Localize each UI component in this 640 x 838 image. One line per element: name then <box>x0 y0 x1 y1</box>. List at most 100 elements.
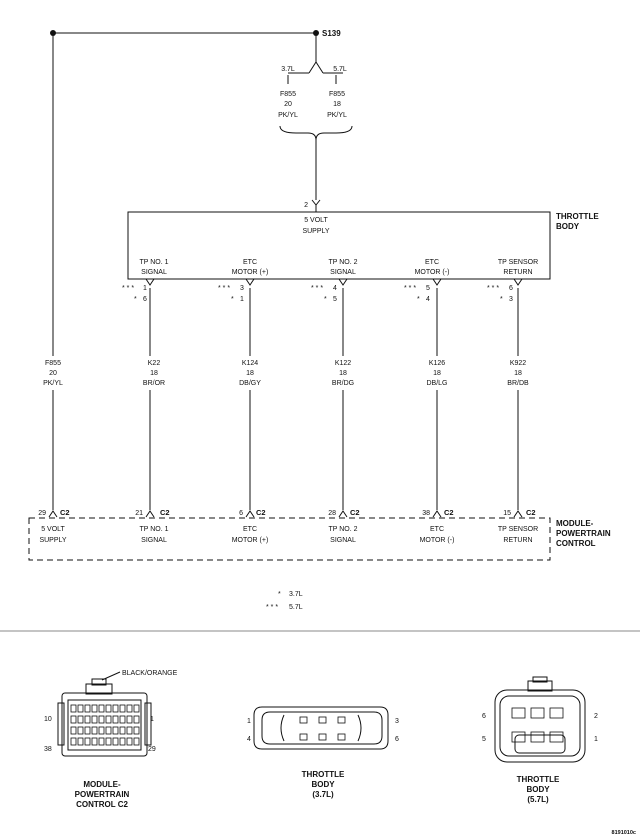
wire3-color: BR/DG <box>332 380 354 387</box>
tb-supply-pin: 2 <box>304 202 308 209</box>
tb-pin3-line2: SIGNAL <box>330 269 356 276</box>
tb-pin4-line2: MOTOR (-) <box>415 269 450 276</box>
pcm-cavity <box>84 726 91 735</box>
tb-pin1-line1: TP NO. 1 <box>139 259 168 266</box>
pcm-cavity <box>84 737 91 746</box>
pcm-cavity <box>133 715 140 724</box>
branch37-engine: 3.7L <box>281 66 295 73</box>
wire4-gauge: 18 <box>433 370 441 377</box>
tb-pin3-37: 5 <box>333 296 337 303</box>
pcm-cavity <box>70 726 77 735</box>
tb57-view-title-1: THROTTLE <box>517 775 560 784</box>
pcm-pin-21: 21 <box>135 510 143 517</box>
pcm-pin1-line2: SUPPLY <box>39 537 66 544</box>
wire4-color: DB/LG <box>426 380 447 387</box>
pin-marker-57-1: * * * <box>122 285 134 292</box>
tb57-connector-view <box>494 676 586 763</box>
pcm-c2-6: C2 <box>526 508 536 517</box>
pcm-cavity <box>119 715 126 724</box>
legend-marker-37: * <box>278 591 281 598</box>
tb57-cavity <box>549 707 564 719</box>
tb-pin4-line1: ETC <box>425 259 439 266</box>
pcm-cavity <box>119 704 126 713</box>
pin-marker-37-4: * <box>417 296 420 303</box>
pcm-cavity <box>133 704 140 713</box>
pcm-pin5-line2: MOTOR (-) <box>420 537 455 544</box>
tb-pin3-line1: TP NO. 2 <box>328 259 357 266</box>
pcm-view-pin-tl: 10 <box>44 716 52 723</box>
tb57-pin-grid <box>511 707 564 743</box>
tb37-cavity <box>299 716 308 724</box>
pcm-cavity <box>70 737 77 746</box>
pcm-pin3-line2: MOTOR (+) <box>232 537 269 544</box>
tb-pin5-line2: RETURN <box>503 269 532 276</box>
left-wire-color: PK/YL <box>43 380 63 387</box>
pcm-cavity <box>105 715 112 724</box>
pcm-cavity <box>112 726 119 735</box>
pcm-name-line1: MODULE- <box>556 519 594 528</box>
pcm-cavity <box>91 715 98 724</box>
splice-dot-left <box>50 30 56 36</box>
tb37-view-pin-bl: 4 <box>247 736 251 743</box>
wire3-circuit: K122 <box>335 360 351 367</box>
tb-pin2-57: 3 <box>240 285 244 292</box>
pcm-cavity <box>112 715 119 724</box>
branch37-color: PK/YL <box>278 112 298 119</box>
pin-marker-37-1: * <box>134 296 137 303</box>
wire5-circuit: K922 <box>510 360 526 367</box>
wire5-color: BR/DB <box>507 380 529 387</box>
pin-marker-57-3: * * * <box>311 285 323 292</box>
pcm-cavity <box>91 737 98 746</box>
pcm-view-title-3: CONTROL C2 <box>76 800 128 809</box>
splice-label: S139 <box>322 29 341 38</box>
pcm-c2-3: C2 <box>256 508 266 517</box>
tb-name-line2: BODY <box>556 222 580 231</box>
tb57-view-pin-br: 1 <box>594 736 598 743</box>
pcm-c2-1: C2 <box>60 508 70 517</box>
wire5-gauge: 18 <box>514 370 522 377</box>
pcm-view-pin-bl: 38 <box>44 746 52 753</box>
tb37-pin-grid <box>299 716 346 741</box>
legend-label-57: 5.7L <box>289 604 303 611</box>
pcm-cavity <box>105 737 112 746</box>
tb-supply-line2: SUPPLY <box>302 228 329 235</box>
pin-marker-37-5: * <box>500 296 503 303</box>
pcm-cavity <box>105 726 112 735</box>
pcm-c2-5: C2 <box>444 508 454 517</box>
pcm-pin4-line1: TP NO. 2 <box>328 526 357 533</box>
tb-pin4-57: 5 <box>426 285 430 292</box>
pcm-pin3-line1: ETC <box>243 526 257 533</box>
pcm-view-title-1: MODULE- <box>83 780 121 789</box>
tb37-cavity <box>318 733 327 741</box>
pcm-cavity <box>77 726 84 735</box>
tb37-view-pin-tr: 3 <box>395 718 399 725</box>
left-wire-gauge: 20 <box>49 370 57 377</box>
pcm-cavity <box>112 704 119 713</box>
pcm-cavity <box>126 726 133 735</box>
branch57-circuit: F855 <box>329 91 345 98</box>
branch57-gauge: 18 <box>333 101 341 108</box>
pcm-cavity <box>126 715 133 724</box>
tb37-cavity <box>299 733 308 741</box>
pcm-view-pin-br: 29 <box>148 746 156 753</box>
pcm-view-title-2: POWERTRAIN <box>75 790 130 799</box>
tb37-connector-view <box>253 706 389 750</box>
tb37-view-title-2: BODY <box>311 780 335 789</box>
pin-marker-57-5: * * * <box>487 285 499 292</box>
pcm-cavity <box>84 715 91 724</box>
figure-id: 8191010c <box>612 830 636 836</box>
tb37-view-title-3: (3.7L) <box>312 790 334 799</box>
tb37-cavity <box>318 716 327 724</box>
pcm-cavity <box>98 715 105 724</box>
wire4-circuit: K126 <box>429 360 445 367</box>
tb-pin1-37: 6 <box>143 296 147 303</box>
tb-pin2-line2: MOTOR (+) <box>232 269 269 276</box>
tb37-view-pin-tl: 1 <box>247 718 251 725</box>
pin-marker-37-2: * <box>231 296 234 303</box>
pcm-cavity <box>70 704 77 713</box>
pcm-cavity <box>98 704 105 713</box>
tb-name-line1: THROTTLE <box>556 212 599 221</box>
legend-marker-57: * * * <box>266 604 278 611</box>
pcm-cavity <box>133 726 140 735</box>
tb37-view-title-1: THROTTLE <box>302 770 345 779</box>
